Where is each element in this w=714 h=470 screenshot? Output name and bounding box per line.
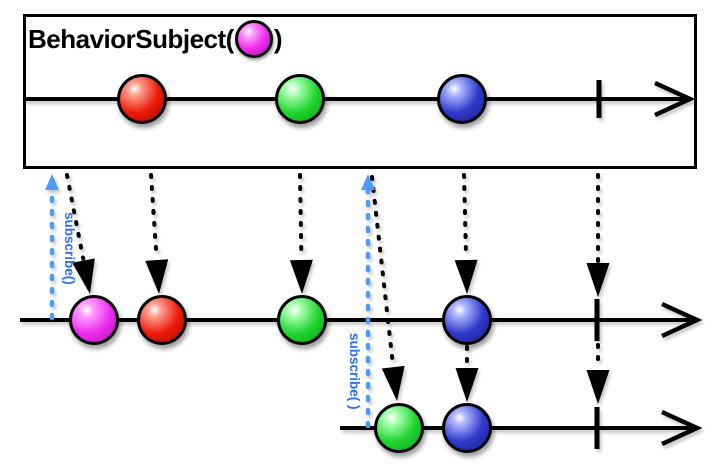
emission-arrowhead-icon — [455, 368, 479, 402]
emission-arrow — [149, 173, 159, 261]
emission-arrow — [65, 173, 86, 261]
behavior-subject-box — [23, 14, 697, 169]
blue-marble — [442, 403, 492, 453]
subscriber1-timeline-arrowhead-icon — [661, 301, 703, 339]
subscriber2-timeline-arrowhead-icon — [661, 409, 703, 447]
emission-arrowhead-icon — [454, 259, 478, 294]
blue-marble — [437, 74, 487, 124]
emission-arrowhead-icon — [145, 259, 169, 294]
red-marble — [137, 295, 187, 345]
emission-arrow — [462, 173, 469, 261]
magenta-marble — [69, 295, 119, 345]
green-marble — [374, 403, 424, 453]
emission-arrowhead-icon — [586, 263, 610, 297]
blue-marble — [442, 295, 492, 345]
source-timeline-arrowhead-icon — [654, 80, 696, 118]
emission-arrow — [298, 173, 304, 261]
emission-arrowhead-icon — [586, 370, 610, 404]
diagram-title: BehaviorSubject( ) — [28, 20, 283, 58]
subscribe-arrowhead-icon — [361, 174, 375, 190]
subscribe-label-second: subscribe( ) — [347, 333, 362, 410]
green-marble — [277, 295, 327, 345]
emission-arrow — [370, 175, 396, 368]
subscribe-arrowhead-icon — [45, 174, 59, 190]
red-marble — [117, 74, 167, 124]
emission-arrowhead-icon — [72, 258, 95, 294]
title-text-prefix: BehaviorSubject( — [28, 23, 234, 54]
subscribe-label-first: subscribe() — [62, 212, 77, 285]
emission-arrowhead-icon — [381, 365, 405, 401]
green-marble — [275, 74, 325, 124]
title-text-suffix: ) — [273, 23, 283, 54]
emission-arrowhead-icon — [289, 259, 313, 294]
initial-value-marble — [234, 20, 273, 58]
